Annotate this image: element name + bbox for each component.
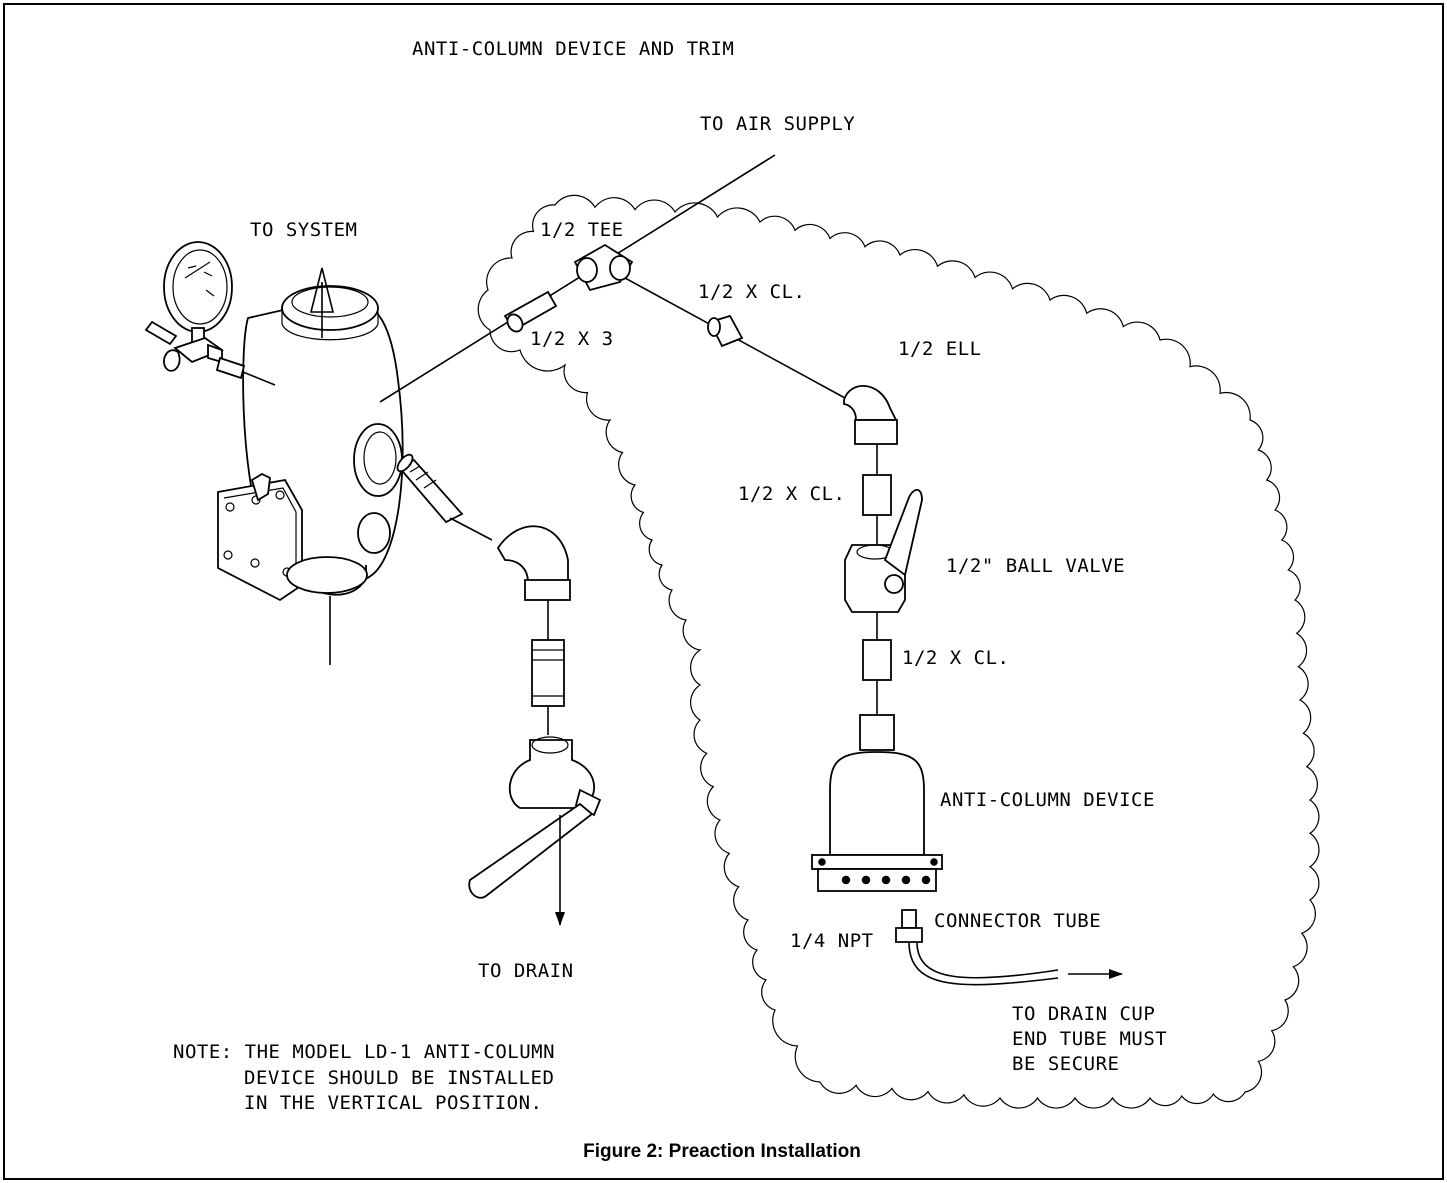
- drain-piping: [396, 453, 602, 926]
- label-nipple-cl-mid: 1/2 X CL.: [738, 483, 845, 505]
- air-supply-line: [379, 154, 898, 445]
- label-anti-column-device: ANTI-COLUMN DEVICE: [940, 789, 1155, 811]
- label-to-air-supply: TO AIR SUPPLY: [700, 113, 855, 135]
- label-ball-valve: 1/2" BALL VALVE: [946, 555, 1125, 577]
- label-nipple-cl-top: 1/2 X CL.: [698, 281, 805, 303]
- figure-caption: Figure 2: Preaction Installation: [583, 1141, 861, 1162]
- preaction-valve-body: [217, 285, 404, 665]
- label-ell: 1/2 ELL: [898, 338, 982, 360]
- label-npt: 1/4 NPT: [790, 930, 874, 952]
- figure-title: ANTI-COLUMN DEVICE AND TRIM: [412, 38, 734, 60]
- anti-column-trim: [811, 444, 1123, 986]
- label-drain-cup-3: BE SECURE: [1012, 1053, 1119, 1075]
- note-line-1: NOTE: THE MODEL LD-1 ANTI-COLUMN: [173, 1041, 555, 1063]
- to-system-arrow: [309, 267, 335, 338]
- label-to-drain: TO DRAIN: [478, 960, 574, 982]
- figure-border: [3, 3, 1444, 1180]
- label-nipple-3: 1/2 X 3: [530, 328, 614, 350]
- revision-cloud: [477, 194, 1320, 1109]
- label-tee: 1/2 TEE: [540, 219, 624, 241]
- label-drain-cup-1: TO DRAIN CUP: [1012, 1003, 1155, 1025]
- label-connector-tube: CONNECTOR TUBE: [934, 910, 1101, 932]
- note-line-3: IN THE VERTICAL POSITION.: [244, 1092, 542, 1114]
- note-line-2: DEVICE SHOULD BE INSTALLED: [244, 1067, 554, 1089]
- pressure-gauge-icon: [144, 241, 276, 386]
- label-to-system: TO SYSTEM: [250, 219, 357, 241]
- label-nipple-cl-low: 1/2 X CL.: [902, 647, 1009, 669]
- label-drain-cup-2: END TUBE MUST: [1012, 1028, 1167, 1050]
